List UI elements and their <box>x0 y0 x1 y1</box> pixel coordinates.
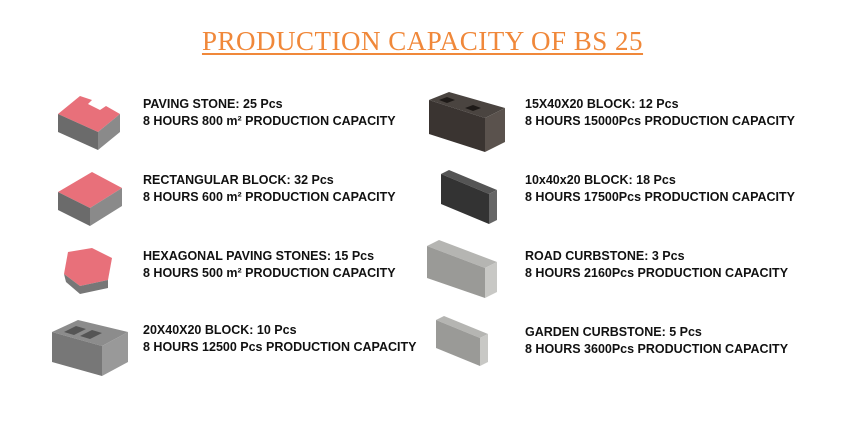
concrete-block-icon <box>441 170 497 224</box>
product-capacity: 8 HOURS 600 m² PRODUCTION CAPACITY <box>143 190 396 204</box>
product-rectangular-block: RECTANGULAR BLOCK: 32 Pcs 8 HOURS 600 m²… <box>50 168 410 228</box>
product-paving-stone: PAVING STONE: 25 Pcs 8 HOURS 800 m² PROD… <box>50 92 410 152</box>
page-title: PRODUCTION CAPACITY OF BS 25 <box>201 26 644 56</box>
product-name: PAVING STONE: 25 Pcs <box>143 97 283 111</box>
product-name: 20X40X20 BLOCK: 10 Pcs <box>143 323 297 337</box>
product-15x40x20-block: 15X40X20 BLOCK: 12 Pcs 8 HOURS 15000Pcs … <box>425 92 825 152</box>
product-capacity: 8 HOURS 17500Pcs PRODUCTION CAPACITY <box>525 190 795 204</box>
product-10x40x20-block: 10x40x20 BLOCK: 18 Pcs 8 HOURS 17500Pcs … <box>425 168 825 228</box>
rectangular-block-icon <box>58 172 122 226</box>
product-capacity: 8 HOURS 3600Pcs PRODUCTION CAPACITY <box>525 342 789 356</box>
product-capacity: 8 HOURS 15000Pcs PRODUCTION CAPACITY <box>525 114 795 128</box>
product-capacity: 8 HOURS 12500 Pcs PRODUCTION CAPACITY <box>143 340 417 354</box>
product-capacity: 8 HOURS 500 m² PRODUCTION CAPACITY <box>143 266 396 280</box>
product-name: 15X40X20 BLOCK: 12 Pcs <box>525 97 679 111</box>
product-capacity: 8 HOURS 2160Pcs PRODUCTION CAPACITY <box>525 266 789 280</box>
curbstone-icon <box>436 316 488 366</box>
product-garden-curbstone: GARDEN CURBSTONE: 5 Pcs 8 HOURS 3600Pcs … <box>430 314 830 374</box>
product-hexagonal-paving-stone: HEXAGONAL PAVING STONES: 15 Pcs 8 HOURS … <box>50 244 410 304</box>
product-20x40x20-block: 20X40X20 BLOCK: 10 Pcs 8 HOURS 12500 Pcs… <box>50 318 416 378</box>
product-name: 10x40x20 BLOCK: 18 Pcs <box>525 173 676 187</box>
concrete-block-icon <box>52 320 128 376</box>
product-name: RECTANGULAR BLOCK: 32 Pcs <box>143 173 334 187</box>
product-name: ROAD CURBSTONE: 3 Pcs <box>525 249 685 263</box>
product-capacity: 8 HOURS 800 m² PRODUCTION CAPACITY <box>143 114 396 128</box>
product-name: HEXAGONAL PAVING STONES: 15 Pcs <box>143 249 375 263</box>
product-road-curbstone: ROAD CURBSTONE: 3 Pcs 8 HOURS 2160Pcs PR… <box>425 238 825 298</box>
product-name: GARDEN CURBSTONE: 5 Pcs <box>525 325 702 339</box>
paving-stone-icon <box>58 96 120 150</box>
concrete-block-icon <box>429 92 505 152</box>
hexagonal-stone-icon <box>64 248 112 294</box>
curbstone-icon <box>427 240 497 298</box>
